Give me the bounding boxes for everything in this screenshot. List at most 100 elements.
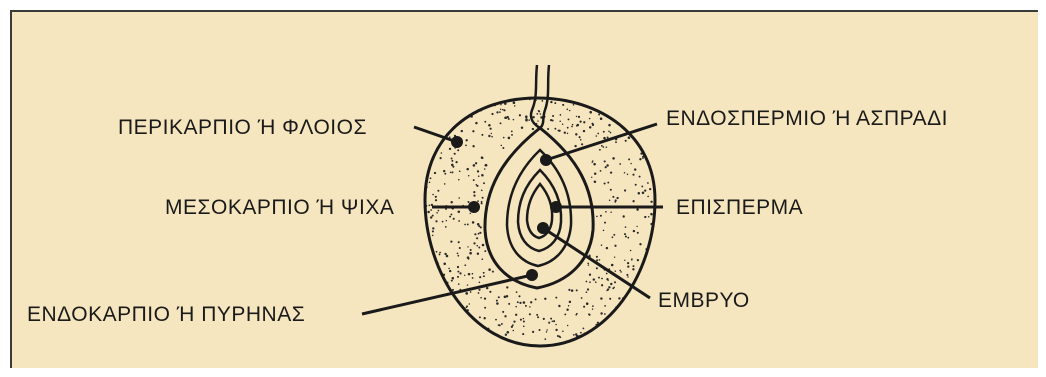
stipple-dot [557, 335, 559, 337]
stipple-dot [513, 330, 515, 332]
stipple-dot [586, 291, 588, 293]
stipple-dot [437, 108, 439, 110]
stipple-dot [425, 251, 427, 253]
stipple-dot [477, 99, 479, 101]
stipple-dot [448, 101, 450, 103]
stipple-dot [488, 135, 490, 137]
stipple-dot [452, 277, 454, 279]
stipple-dot [582, 327, 584, 329]
stipple-dot [449, 316, 451, 318]
stipple-dot [644, 216, 646, 218]
stipple-dot [625, 235, 627, 237]
stipple-dot [479, 282, 481, 284]
stipple-dot [589, 111, 592, 114]
stipple-dot [439, 342, 440, 343]
stipple-dot [564, 313, 566, 315]
stipple-dot [605, 324, 607, 326]
stipple-dot [637, 259, 639, 261]
stipple-dot [470, 291, 472, 293]
stipple-dot [604, 222, 606, 224]
stipple-dot [558, 305, 560, 307]
stipple-dot [589, 314, 591, 316]
stipple-dot [614, 256, 615, 257]
stipple-dot [642, 321, 644, 323]
stipple-dot [469, 328, 471, 330]
stipple-dot [633, 296, 634, 297]
stipple-dot [506, 116, 508, 118]
stipple-dot [607, 182, 609, 184]
stipple-dot [624, 260, 625, 261]
stipple-dot [473, 164, 476, 167]
stipple-dot [427, 211, 430, 214]
stipple-dot [435, 196, 437, 198]
stipple-dot [428, 294, 429, 295]
stipple-dot [624, 310, 626, 312]
stipple-dot [437, 289, 440, 292]
stipple-dot [462, 111, 464, 113]
stipple-dot [612, 196, 614, 198]
stipple-dot [472, 273, 474, 275]
stipple-dot [586, 281, 588, 283]
stipple-dot [477, 170, 479, 172]
stipple-dot [476, 245, 478, 247]
stipple-dot [593, 163, 596, 166]
stipple-dot [587, 288, 589, 290]
stipple-dot [627, 337, 629, 339]
stipple-dot [646, 317, 648, 319]
stipple-dot [610, 211, 611, 212]
stipple-dot [457, 149, 459, 151]
stipple-dot [505, 334, 507, 336]
stipple-dot [500, 122, 502, 124]
stipple-dot [450, 172, 451, 173]
stipple-dot [484, 102, 486, 104]
stipple-dot [459, 272, 461, 274]
stipple-dot [437, 317, 439, 319]
stipple-dot [469, 303, 470, 304]
stipple-dot [624, 314, 626, 316]
stipple-dot [610, 189, 612, 191]
stipple-dot [452, 166, 454, 168]
stipple-dot [482, 197, 484, 199]
stipple-dot [478, 225, 480, 227]
stipple-dot [589, 118, 590, 119]
stipple-dot [628, 158, 630, 160]
stipple-dot [613, 234, 615, 236]
stipple-dot [478, 233, 480, 235]
stipple-dot [583, 130, 585, 132]
stipple-dot [480, 297, 482, 299]
stipple-dot [489, 97, 491, 99]
stipple-dot [568, 305, 570, 307]
stipple-dot [604, 339, 606, 341]
stipple-dot [475, 162, 477, 164]
label-endocarp: ΕΝΔΟΚΑΡΠΙΟ Ή ΠΥΡΗΝΑΣ [27, 303, 305, 326]
stipple-dot [450, 213, 452, 215]
stipple-dot [458, 210, 461, 213]
leader-endosperm [546, 124, 657, 160]
stipple-dot [511, 134, 513, 136]
stipple-dot [491, 101, 493, 103]
stipple-dot [606, 146, 608, 148]
stipple-dot [476, 185, 478, 187]
stipple-dot [562, 104, 564, 106]
stipple-dot [627, 125, 629, 127]
stem [531, 65, 549, 128]
stipple-dot [628, 297, 630, 299]
stipple-dot [649, 336, 650, 337]
stipple-dot [500, 104, 501, 105]
stipple-dot [490, 128, 492, 130]
stipple-dot [429, 303, 431, 305]
stipple-dot [627, 237, 629, 239]
stipple-dot [625, 140, 627, 142]
stipple-dot [571, 289, 574, 292]
stipple-dot [555, 324, 556, 325]
stipple-dot [552, 321, 554, 323]
stipple-dot [472, 130, 474, 132]
stipple-dot [652, 254, 654, 256]
stipple-dot [436, 316, 438, 318]
stipple-dot [459, 247, 461, 249]
stipple-dot [583, 121, 585, 123]
stipple-dot [429, 139, 431, 141]
stipple-dot [648, 141, 650, 143]
stipple-dot [543, 318, 545, 320]
